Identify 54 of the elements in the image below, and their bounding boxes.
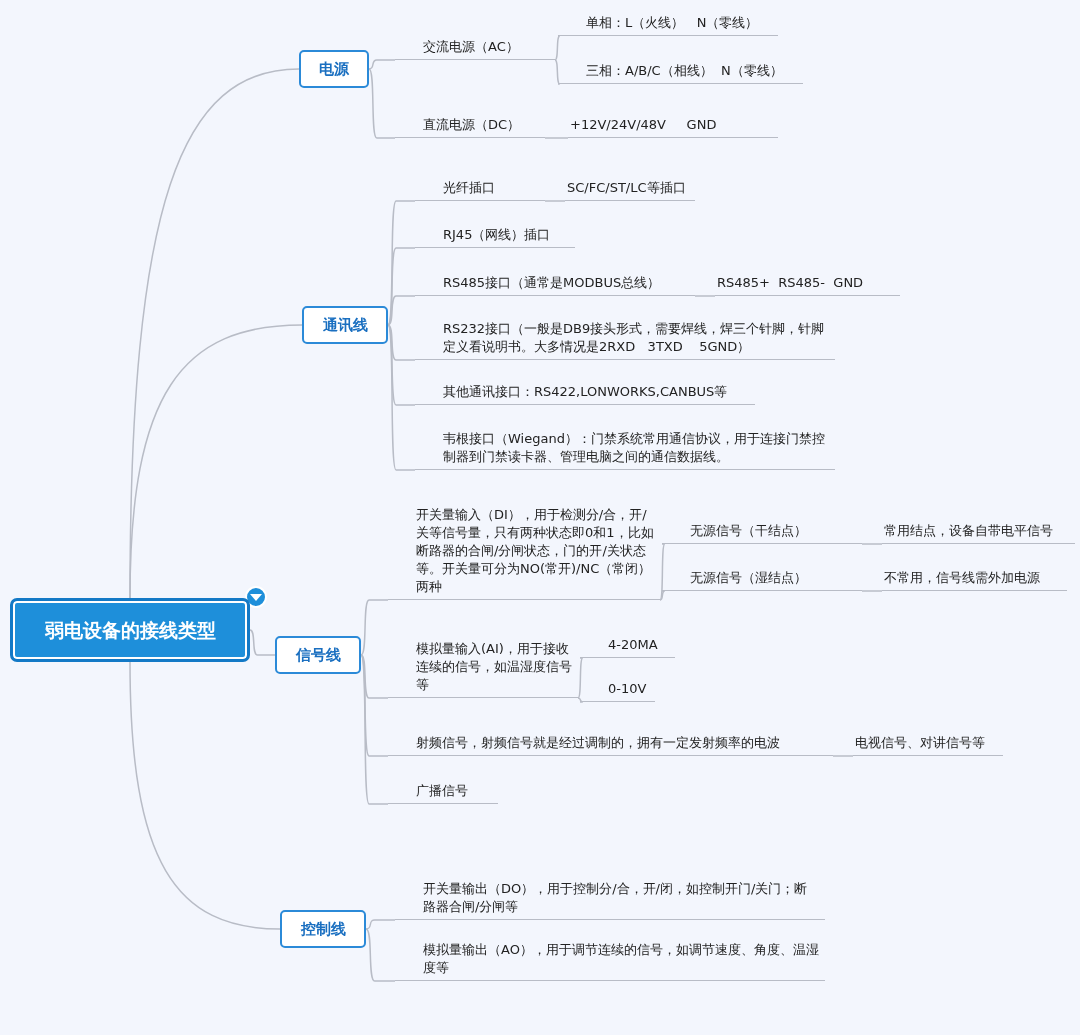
branch-line	[832, 755, 854, 757]
topic-label: 三相：A/B/C（相线） N（零线）	[558, 54, 803, 84]
topic-label: 4-20MA	[580, 632, 675, 658]
topic-box: 通讯线	[302, 306, 388, 344]
branch-line	[577, 697, 584, 703]
branch-line	[694, 295, 716, 297]
topic-label: 广播信号	[388, 778, 498, 804]
topic-label: 光纤插口	[415, 175, 545, 201]
topic-label: 开关量输入（DI），用于检测分/合，开/关等信号量，只有两种状态即0和1，比如断路器的合闸/分闸状态，门的开/关状态等。开关量可分为NO(常开)/NC（常闭）两种	[388, 506, 660, 600]
topic-label: RS232接口（一般是DB9接头形式，需要焊线，焊三个针脚，针脚定义看说明书。大多情况是2RXD 3TXD 5GND）	[415, 314, 835, 360]
branch-line	[861, 590, 883, 592]
topic-label: 电视信号、对讲信号等	[853, 730, 1003, 756]
topic-label: 模拟量输出（AO），用于调节连续的信号，如调节速度、角度、温湿度等	[395, 935, 825, 981]
topic-label: RJ45（网线）插口	[415, 222, 575, 248]
branch-line	[360, 654, 389, 699]
topic-label: RS485接口（通常是MODBUS总线）	[415, 268, 695, 296]
topic-label: SC/FC/ST/LC等插口	[565, 175, 695, 201]
topic-box: 控制线	[280, 910, 366, 948]
topic-label: 其他通讯接口：RS422,LONWORKS,CANBUS等	[415, 378, 755, 405]
topic-box: 电源	[299, 50, 369, 88]
branch-line	[544, 200, 566, 202]
branch-line	[368, 59, 396, 70]
branch-line	[360, 599, 389, 656]
topic-label: 射频信号，射频信号就是经过调制的，拥有一定发射频率的电波	[388, 730, 833, 756]
branch-line	[387, 295, 416, 326]
branch-line	[659, 543, 666, 601]
topic-label: 常用结点，设备自带电平信号	[882, 518, 1075, 544]
root-topic-box: 弱电设备的接线类型	[10, 598, 250, 662]
branch-line	[554, 59, 561, 85]
branch-line	[129, 324, 303, 599]
branch-line	[365, 919, 396, 930]
branch-line	[387, 324, 416, 361]
branch-line	[129, 661, 281, 930]
branch-line	[365, 928, 396, 982]
topic-label: 开关量输出（DO），用于控制分/合，开/闭，如控制开门/关门；断路器合闸/分闸等	[395, 874, 825, 920]
topic-label: 0-10V	[580, 676, 655, 702]
branch-line	[659, 590, 666, 601]
topic-label: 不常用，信号线需外加电源	[882, 565, 1067, 591]
topic-label: 无源信号（干结点）	[662, 518, 862, 544]
topic-label: 韦根接口（Wiegand）：门禁系统常用通信协议，用于连接门禁控制器到门禁读卡器、管理电脑之间的通信数据线。	[415, 424, 835, 470]
topic-label: RS485+ RS485- GND	[715, 268, 900, 296]
topic-box: 信号线	[275, 636, 361, 674]
branch-line	[544, 137, 569, 139]
branch-line	[249, 629, 276, 656]
topic-label: 模拟量输入(AI)，用于接收连续的信号，如温湿度信号等	[388, 638, 578, 698]
branch-line	[861, 543, 883, 545]
branch-line	[577, 657, 584, 699]
topic-label: 无源信号（湿结点）	[662, 565, 862, 591]
topic-label: 单相：L（火线） N（零线）	[558, 6, 778, 36]
topic-label: 交流电源（AC）	[395, 36, 555, 60]
branch-line	[368, 68, 396, 139]
branch-line	[554, 35, 561, 61]
topic-label: 直流电源（DC）	[395, 112, 545, 138]
topic-label: +12V/24V/48V GND	[568, 112, 778, 138]
